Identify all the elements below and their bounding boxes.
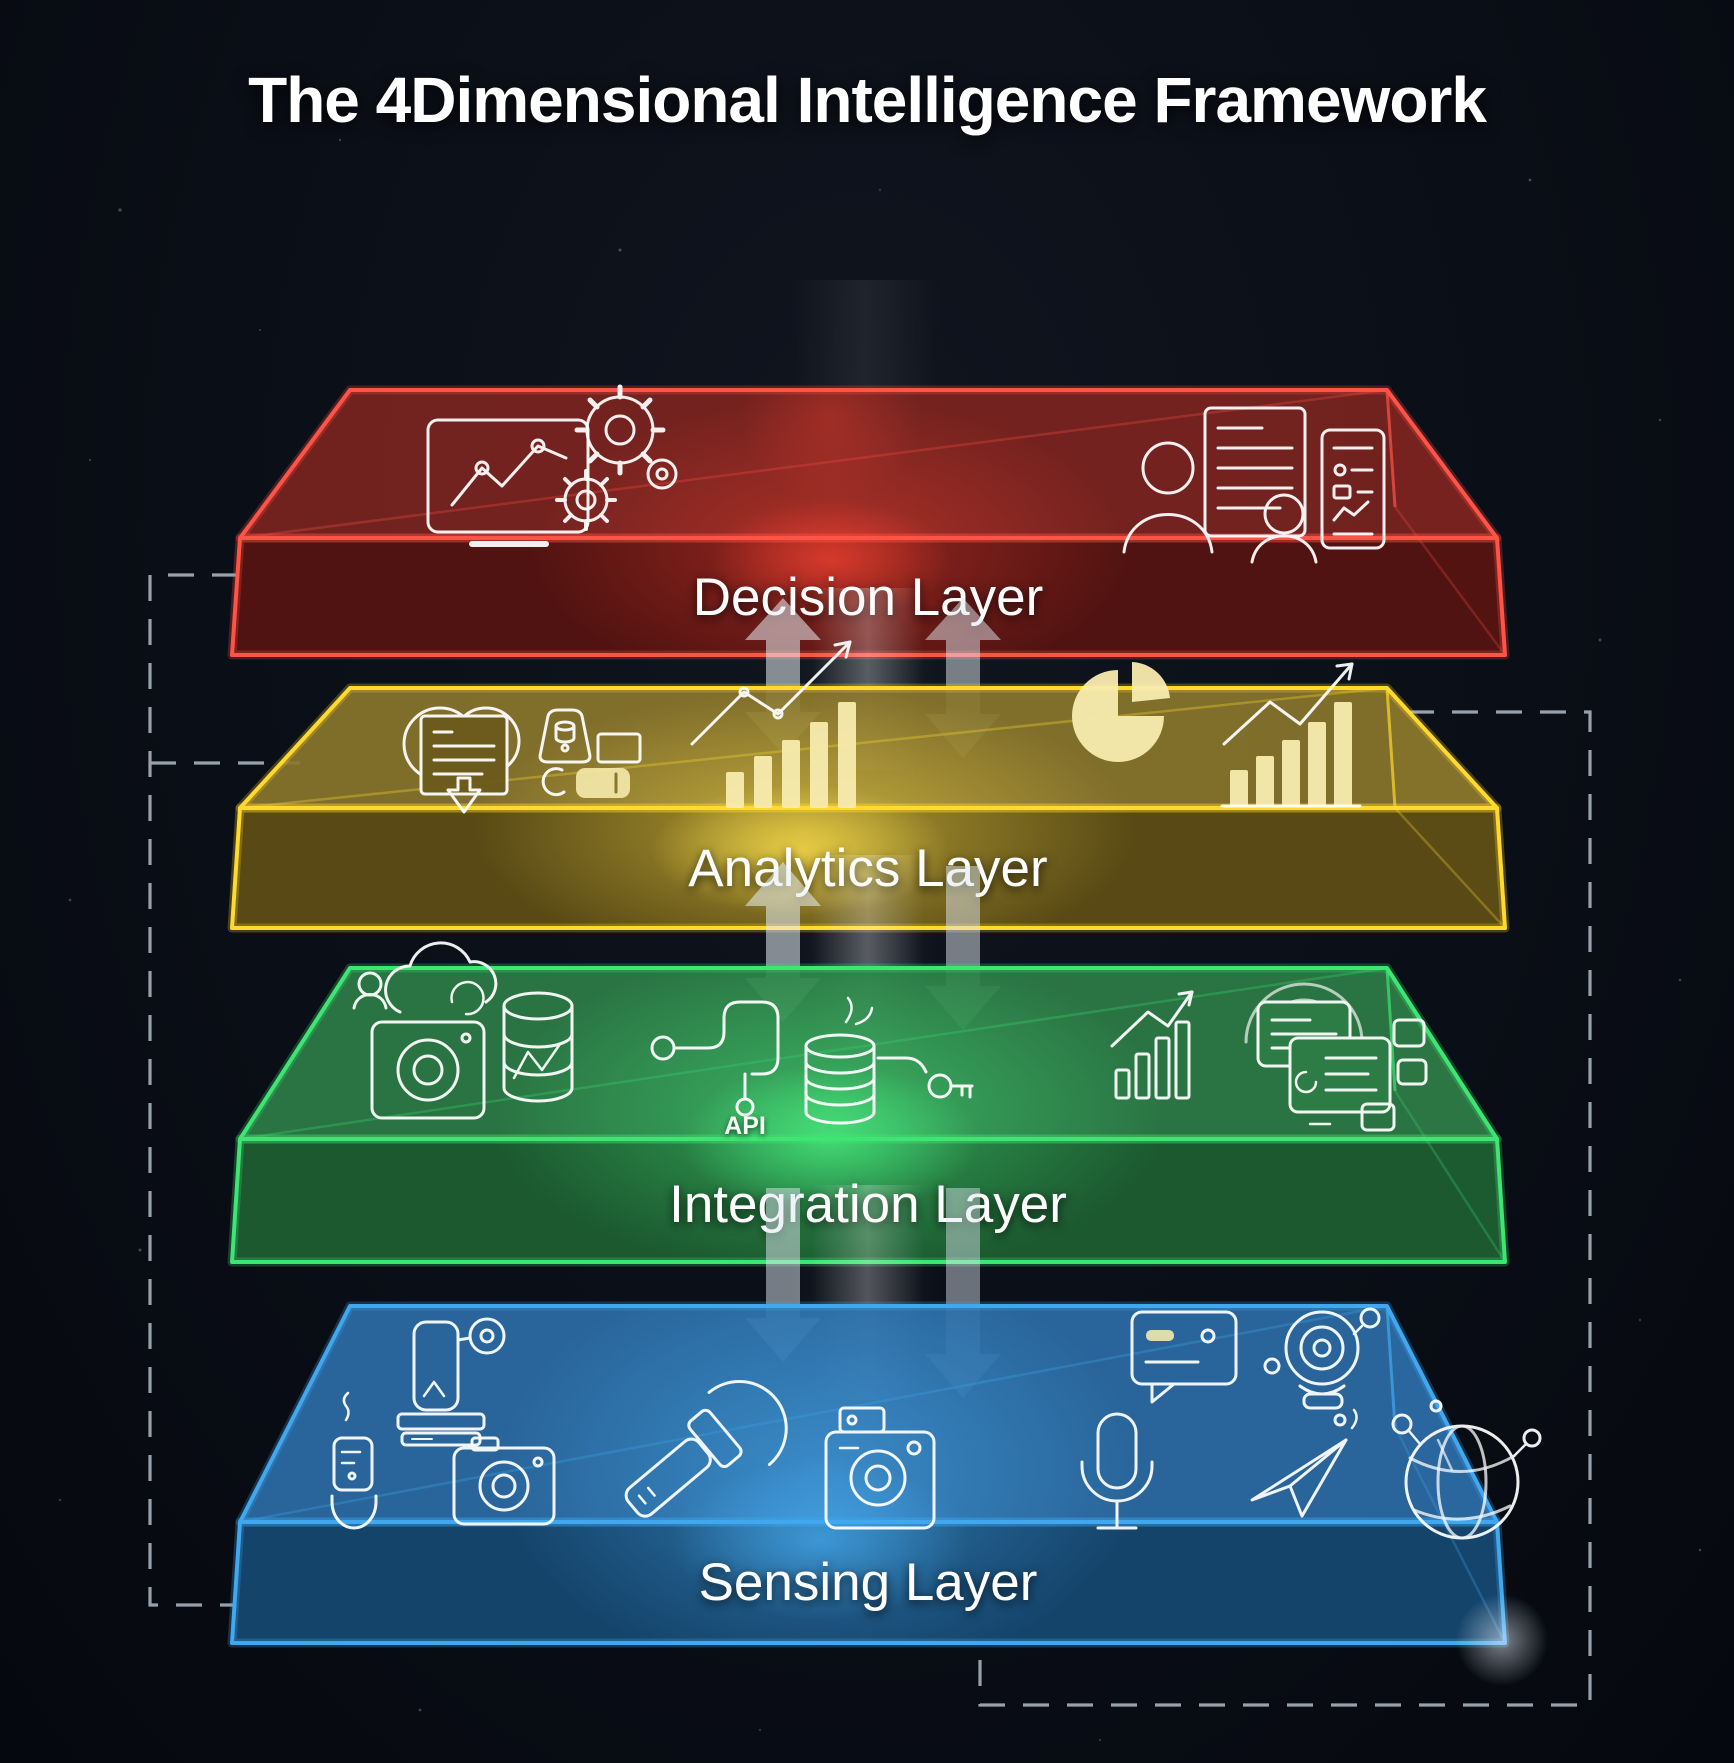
integration-edges bbox=[227, 963, 1510, 1267]
sensing-glow bbox=[500, 1306, 1140, 1643]
industrial-sensor-icon bbox=[396, 1317, 506, 1447]
stats-trend-icon bbox=[1110, 990, 1194, 1100]
database-cylinder-icon bbox=[502, 991, 574, 1103]
corner-glint bbox=[1456, 1594, 1548, 1686]
page-title: The 4Dimensional Intelligence Framework bbox=[248, 64, 1487, 136]
pie-chart-icon bbox=[1072, 662, 1170, 762]
team-briefing-icon bbox=[1122, 406, 1318, 564]
cloud-camera-sync-icon bbox=[352, 941, 498, 1120]
sensing-inner-edge bbox=[239, 1304, 1388, 1524]
knowledge-brain-icon bbox=[402, 706, 521, 814]
satellite-globe-icon bbox=[1391, 1399, 1542, 1540]
analytics-edges bbox=[227, 683, 1510, 933]
left-dashed-connector bbox=[148, 573, 238, 1607]
glowing-bar-chart-icon bbox=[690, 640, 856, 808]
instant-camera-icon bbox=[824, 1406, 936, 1530]
api-pipeline-icon bbox=[650, 996, 974, 1117]
sensing-layer-label: Sensing Layer bbox=[699, 1553, 1038, 1612]
camera-icon bbox=[452, 1436, 556, 1526]
integration-layer: API Integration Layer bbox=[227, 941, 1510, 1267]
dashed-connectors bbox=[148, 573, 1592, 1707]
decision-layer: Decision Layer bbox=[227, 384, 1510, 660]
starfield bbox=[58, 88, 1702, 1742]
gear-cluster-icon bbox=[555, 384, 678, 531]
sensing-layer: Sensing Layer bbox=[227, 1301, 1548, 1686]
api-label: API bbox=[724, 1112, 766, 1140]
growth-bar-chart-icon bbox=[1220, 662, 1362, 808]
decision-inner-edge-2 bbox=[1393, 506, 1507, 656]
handheld-scanner-icon bbox=[624, 1379, 788, 1518]
ml-terminal-icon bbox=[538, 708, 642, 798]
analytics-inner-edge-2 bbox=[1394, 807, 1506, 929]
decision-edges bbox=[227, 385, 1510, 660]
right-dashed-connector bbox=[978, 710, 1592, 1707]
webcam-icon bbox=[1263, 1307, 1381, 1410]
down-arrow-icon bbox=[925, 1188, 1001, 1398]
probe-sensor-icon bbox=[330, 1391, 378, 1530]
mobile-dashboard-icon bbox=[1320, 428, 1386, 550]
data-coin-stack-icon bbox=[804, 1033, 876, 1125]
microphone-icon bbox=[1080, 1412, 1154, 1530]
decision-inner-edge bbox=[239, 388, 1388, 540]
paper-plane-icon bbox=[1250, 1408, 1358, 1518]
screens-radar-icon bbox=[1244, 982, 1428, 1132]
integration-inner-edge-2 bbox=[1393, 1090, 1507, 1263]
message-console-icon bbox=[1130, 1310, 1238, 1404]
